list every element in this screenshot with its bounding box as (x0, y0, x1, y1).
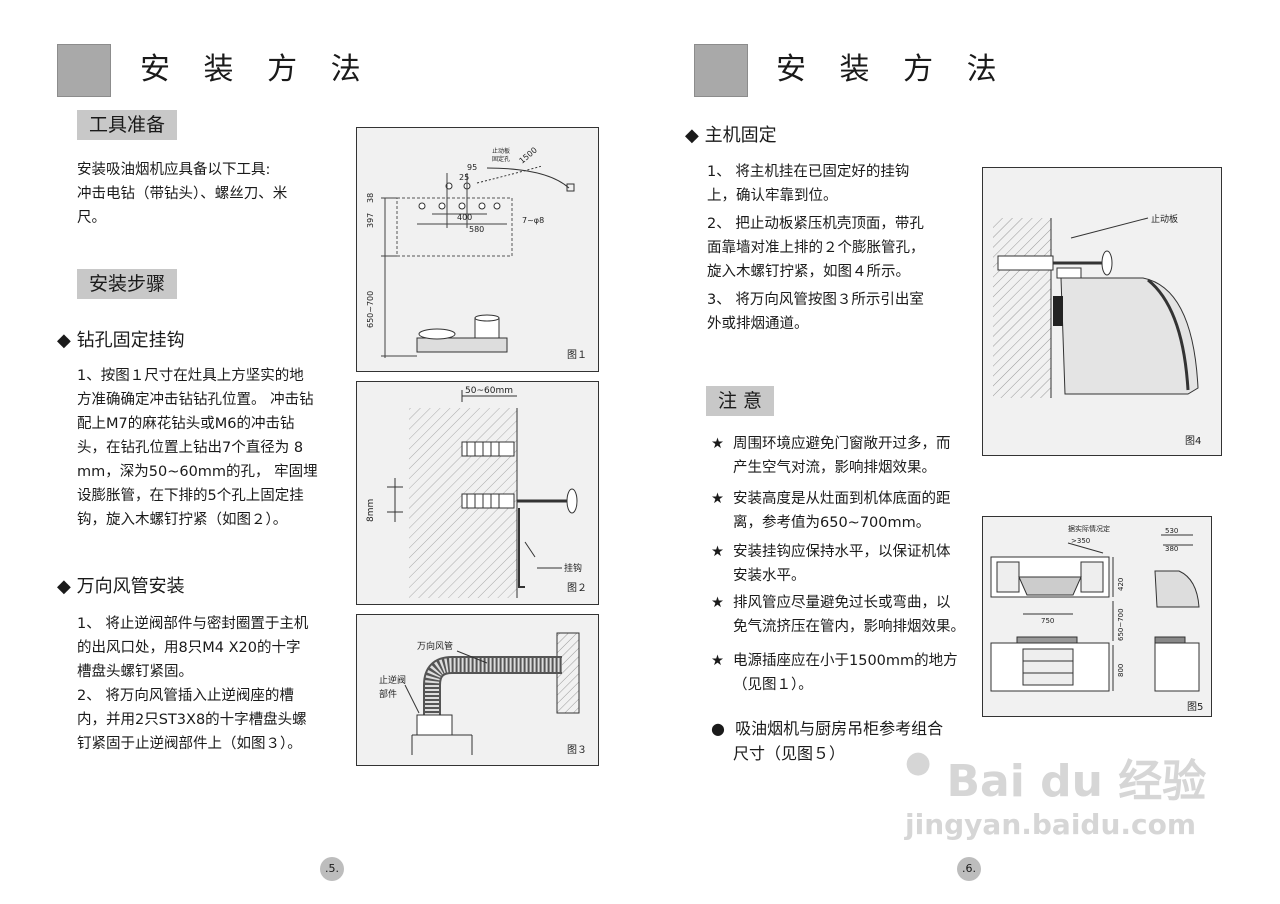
paw-icon: ● (905, 745, 932, 780)
drill-heading: ◆ 钻孔固定挂钩 (57, 330, 185, 351)
fig5-dim-800: 800 (1117, 664, 1125, 677)
duct-heading: ◆ 万向风管安装 (57, 576, 185, 597)
steps-label: 安装步骤 (77, 269, 178, 299)
combo-text: ● 吸油烟机与厨房吊柜参考组合 尺寸（见图５） (711, 719, 944, 763)
star-icon: ★ (711, 653, 724, 669)
notice-item: ★ 安装高度是从灶面到机体底面的距离，参考值为650~700mm。 (711, 487, 1003, 535)
watermark-logo: ● Bai du 经验 (905, 745, 1207, 807)
fig3-duct-label: 万向风管 (417, 640, 453, 652)
fig1-dim-1500: 1500 (518, 146, 539, 166)
star-icon: ★ (711, 491, 724, 507)
fig1-dim-397: 397 (366, 213, 375, 228)
fig4-label: 图4 (1185, 435, 1201, 447)
fig5-dim-420: 420 (1117, 578, 1125, 591)
fig5-dim-350: >350 (1071, 537, 1090, 545)
dot-bullet-icon: ● (711, 719, 725, 738)
fig1-label: 图１ (567, 349, 587, 361)
figure-2: 50~60mm 8mm 挂钩 图２ (356, 381, 599, 605)
fig1-dim-25: 25 (459, 173, 469, 182)
fig1-dim-38: 38 (366, 193, 375, 203)
fig1-dim-95: 95 (467, 163, 477, 172)
watermark-url: jingyan.baidu.com (905, 808, 1197, 841)
fig1-stop-plate: 止动板 (492, 147, 510, 155)
fig5-dim-380: 380 (1165, 545, 1178, 553)
fig3-part-label: 部件 (379, 688, 397, 700)
tools-label: 工具准备 (77, 110, 178, 140)
main-unit-heading: ◆ 主机固定 (685, 125, 777, 146)
tools-text: 安装吸油烟机应具备以下工具: 冲击电钻（带钻头）、螺丝刀、米 尺。 (77, 162, 288, 226)
notice-label: 注 意 (706, 386, 775, 416)
figure-1: 397 38 650~700 400 580 95 25 7~φ8 止动板 固定… (356, 127, 599, 372)
star-icon: ★ (711, 544, 724, 560)
fig3-valve-label: 止逆阀 (379, 674, 406, 686)
diamond-bullet-icon: ◆ (57, 576, 71, 597)
fig1-dim-580: 580 (469, 225, 484, 234)
fig5-dim-650-700: 650~700 (1117, 608, 1125, 641)
fig1-dim-holes: 7~φ8 (522, 216, 544, 225)
fig2-dim-hole: 8mm (366, 499, 376, 522)
fig5-dim-530: 530 (1165, 527, 1178, 535)
page-title-right: 安 装 方 法 (776, 52, 1009, 87)
drill-text: 1、按图１尺寸在灶具上方坚实的地 方准确确定冲击钻钻孔位置。 冲击钻 配上M7的… (77, 368, 318, 528)
diamond-bullet-icon: ◆ (685, 125, 699, 146)
page-number-left: .5. (320, 857, 344, 881)
fig5-dim-750: 750 (1041, 617, 1054, 625)
notice-item: ★ 安装挂钩应保持水平，以保证机体安装水平。 (711, 540, 1003, 588)
diamond-bullet-icon: ◆ (57, 330, 71, 351)
page-title-left: 安 装 方 法 (140, 52, 373, 87)
fig4-stop-plate: 止动板 (1151, 213, 1178, 225)
fig1-dim-400: 400 (457, 213, 472, 222)
duct-text: 1、 将止逆阀部件与密封圈置于主机 的出风口处，用8只M4 X20的十字 槽盘头… (77, 616, 309, 752)
notice-item: ★ 排风管应尽量避免过长或弯曲，以免气流挤压在管内，影响排烟效果。 (711, 591, 1003, 639)
figure-5: 据实际情况定 >350 530 380 420 650~700 750 800 … (982, 516, 1212, 717)
fig2-label: 图２ (567, 582, 587, 594)
fig2-dim-depth: 50~60mm (465, 386, 513, 396)
notice-item: ★ 周围环境应避免门窗敞开过多，而产生空气对流，影响排烟效果。 (711, 432, 1003, 480)
fig1-dim-650-700: 650~700 (366, 291, 375, 328)
fig1-fix-hole: 固定孔 (492, 155, 510, 163)
title-block-left (57, 44, 111, 97)
star-icon: ★ (711, 595, 724, 611)
fig5-label: 图5 (1187, 701, 1203, 713)
star-icon: ★ (711, 436, 724, 452)
fig5-note: 据实际情况定 (1068, 524, 1110, 533)
fig3-label: 图３ (567, 744, 587, 756)
figure-4: 止动板 图4 (982, 167, 1222, 456)
figure-3: 万向风管 止逆阀 部件 图３ (356, 614, 599, 766)
title-block-right (694, 44, 748, 97)
main-unit-text: 1、 将主机挂在已固定好的挂钩 上，确认牢靠到位。 2、 把止动板紧压机壳顶面，… (707, 164, 925, 332)
page-number-right: .6. (957, 857, 981, 881)
fig2-hook-label: 挂钩 (564, 562, 582, 574)
notice-item: ★ 电源插座应在小于1500mm的地方（见图１）。 (711, 649, 1003, 697)
